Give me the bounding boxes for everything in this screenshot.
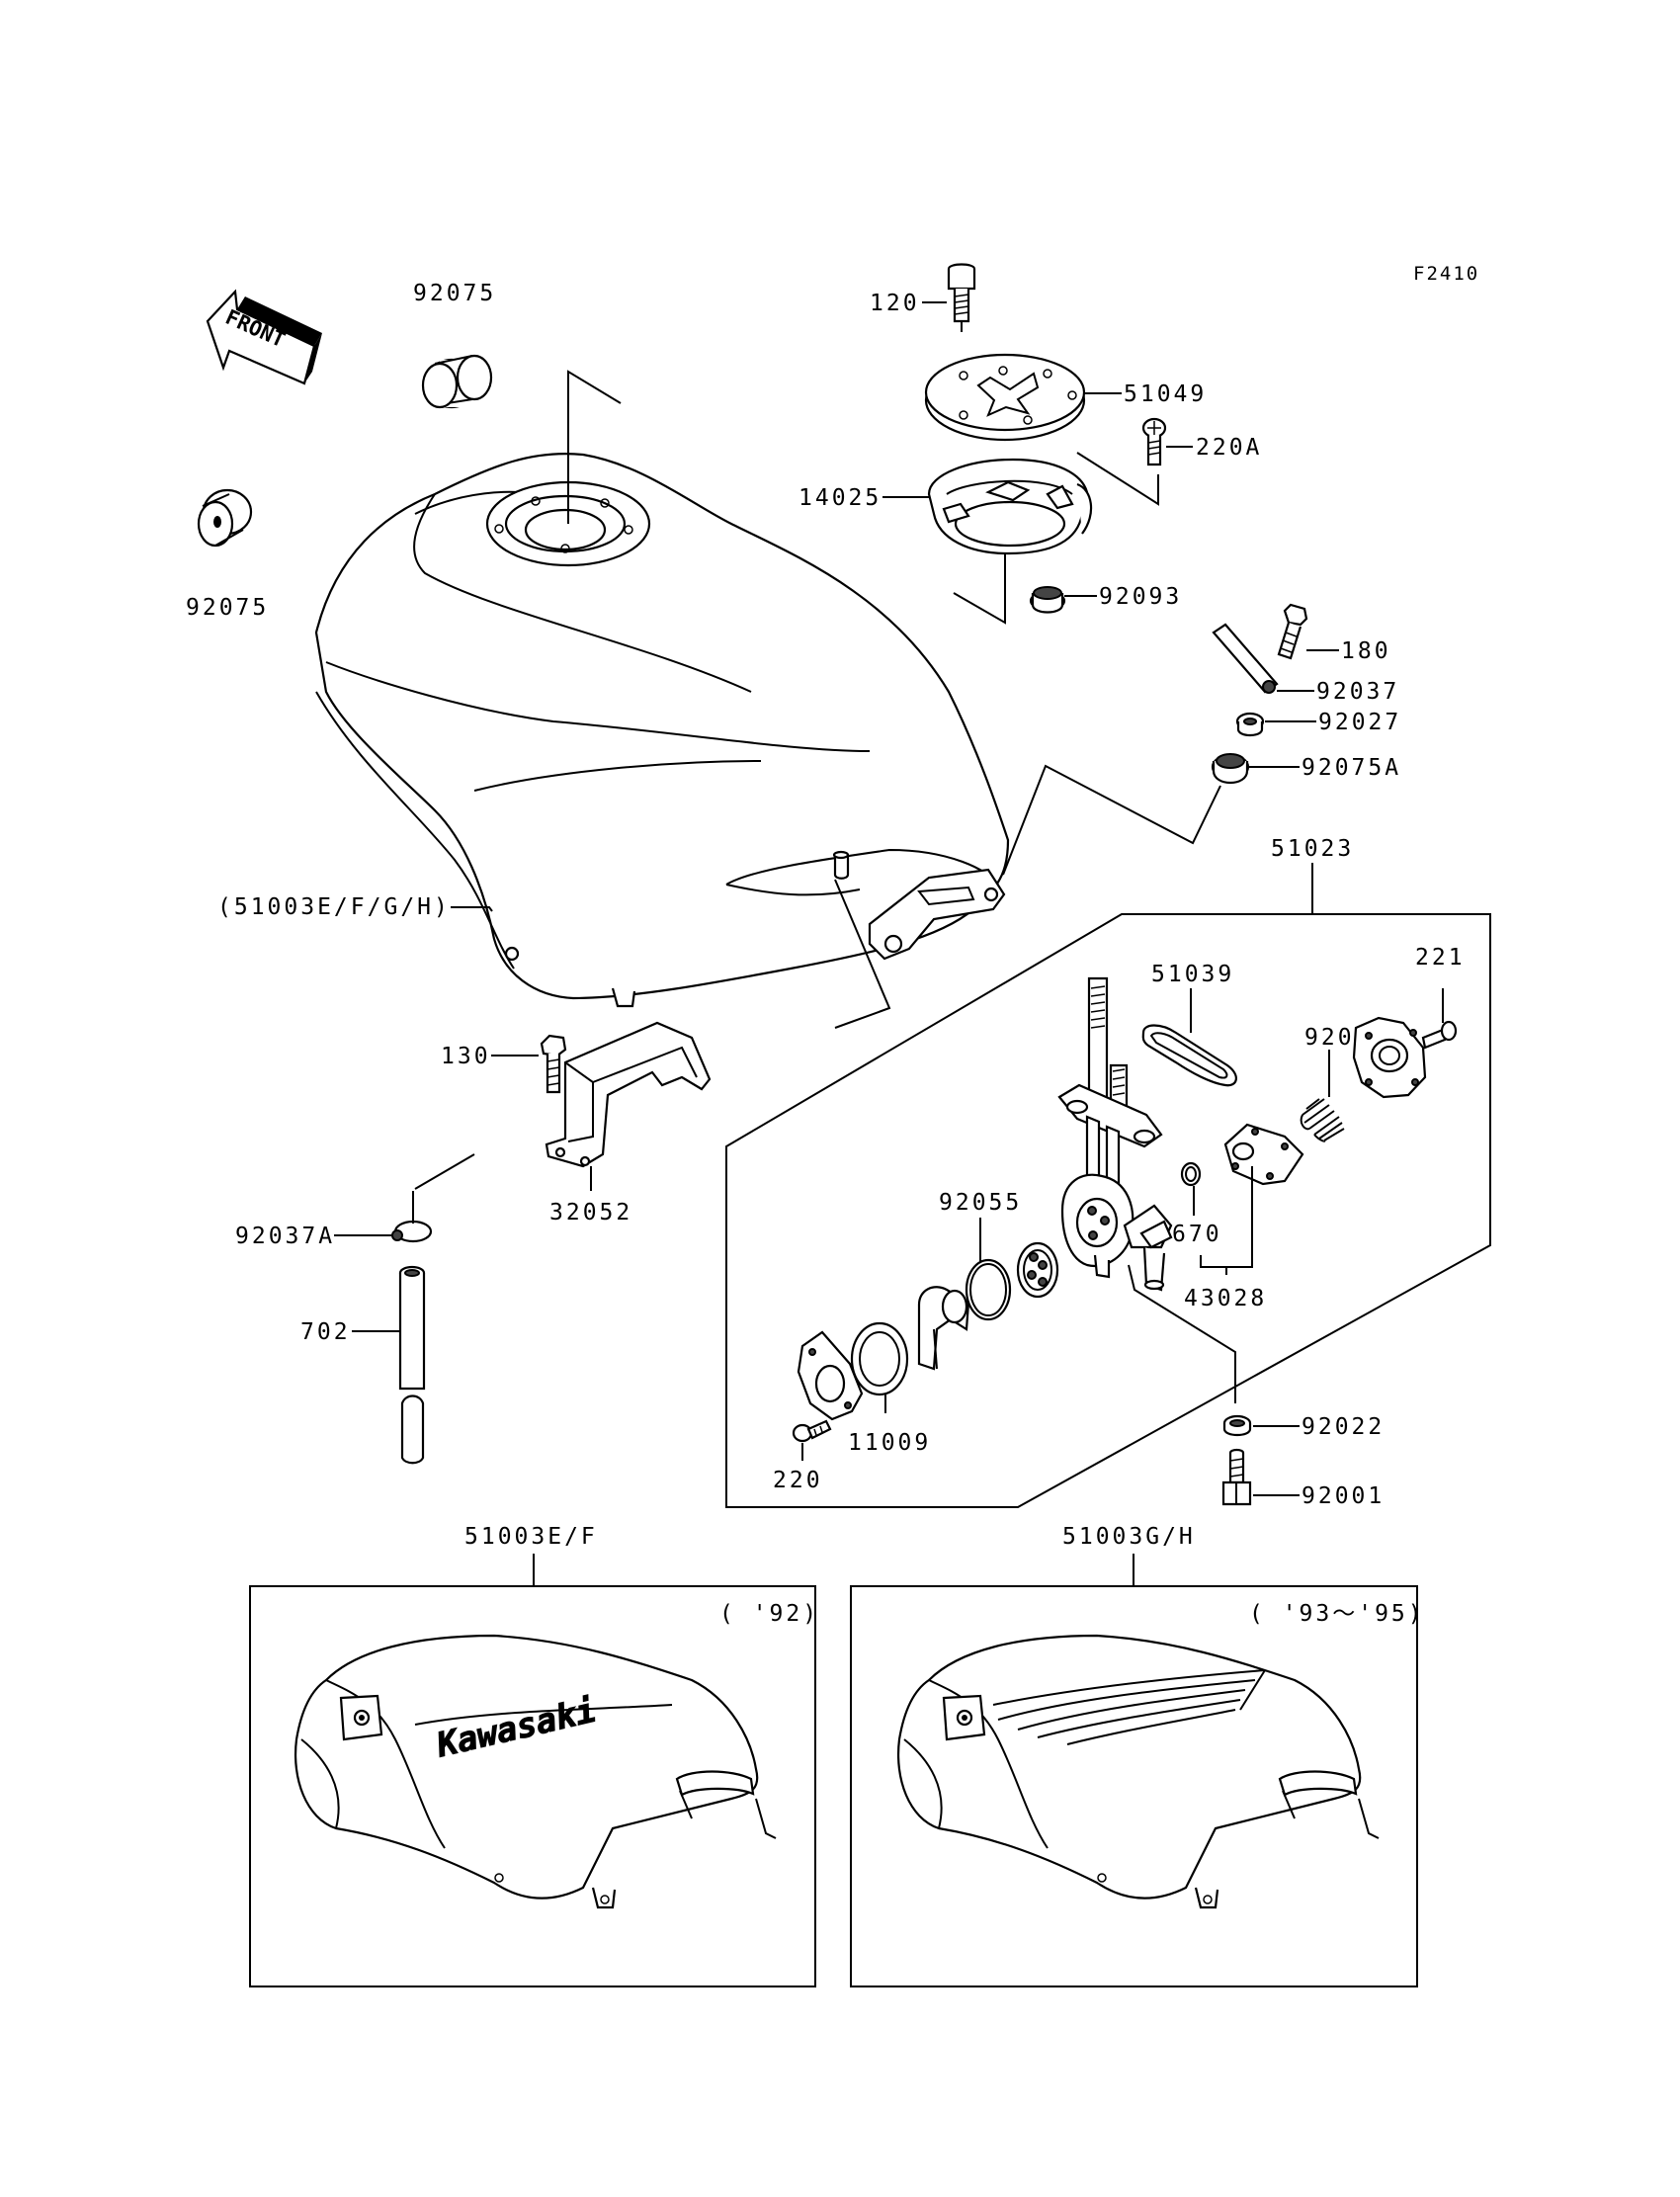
part-92037A-clamp-icon bbox=[391, 1220, 433, 1243]
part-92027-collar-icon bbox=[1235, 712, 1265, 737]
label-51003EF: 51003E/F bbox=[464, 1524, 598, 1550]
part-petcock-lever-icon bbox=[917, 1286, 970, 1371]
part-92075-top-icon bbox=[421, 354, 493, 409]
part-strainer-icon bbox=[1016, 1241, 1059, 1299]
label-702: 702 bbox=[300, 1319, 351, 1345]
part-petcock-cover-icon bbox=[1352, 1016, 1427, 1099]
label-92075-left: 92075 bbox=[186, 595, 269, 621]
label-92037: 92037 bbox=[1316, 679, 1399, 705]
label-51003GH: 51003G/H bbox=[1062, 1524, 1196, 1550]
figure-code: F2410 bbox=[1413, 263, 1479, 285]
part-92081-spring-icon bbox=[1300, 1098, 1345, 1142]
part-92055-oring-icon bbox=[965, 1258, 1012, 1321]
label-14025: 14025 bbox=[798, 485, 882, 511]
label-43028: 43028 bbox=[1184, 1286, 1267, 1311]
front-arrow-icon: FRONT bbox=[206, 289, 322, 385]
part-11009-gasket-icon bbox=[850, 1321, 909, 1396]
label-180: 180 bbox=[1341, 638, 1391, 664]
label-32052: 32052 bbox=[549, 1200, 632, 1225]
part-120-bolt-icon bbox=[947, 263, 976, 332]
part-220A-screw-icon bbox=[1141, 417, 1167, 466]
label-92022: 92022 bbox=[1302, 1414, 1385, 1440]
part-92093-grommet-icon bbox=[1029, 586, 1066, 614]
part-92037-clip-icon bbox=[1212, 623, 1279, 694]
label-92075A: 92075A bbox=[1302, 755, 1401, 781]
label-92075-top: 92075 bbox=[413, 281, 496, 306]
part-702-hose-icon bbox=[398, 1265, 426, 1465]
variant-year-left: ( '92) bbox=[719, 1601, 819, 1627]
part-51049-cap-icon bbox=[924, 353, 1086, 442]
part-92001-bolt-icon bbox=[1221, 1448, 1252, 1506]
label-51023: 51023 bbox=[1271, 836, 1354, 862]
fuel-tank-variant-ef-icon: Kawasaki bbox=[294, 1634, 777, 1909]
label-92037A: 92037A bbox=[235, 1224, 335, 1249]
label-92027: 92027 bbox=[1318, 710, 1401, 735]
part-51039-gasket-icon bbox=[1141, 1024, 1237, 1087]
part-92022-washer-icon bbox=[1222, 1414, 1252, 1437]
fuel-tank-main-icon bbox=[314, 452, 1010, 1008]
label-51003-main: (51003E/F/G/H) bbox=[217, 894, 451, 920]
kit-51023-outline bbox=[725, 913, 1491, 1508]
label-51039: 51039 bbox=[1151, 962, 1234, 987]
part-92075-left-icon bbox=[197, 488, 253, 548]
part-220-screw-icon bbox=[792, 1419, 832, 1443]
part-130-bolt-icon bbox=[540, 1034, 567, 1094]
part-fuel-petcock-icon bbox=[1057, 976, 1173, 1292]
label-670: 670 bbox=[1172, 1222, 1222, 1247]
label-92001: 92001 bbox=[1302, 1483, 1385, 1509]
part-180-bolt-icon bbox=[1277, 603, 1308, 660]
label-92093: 92093 bbox=[1099, 584, 1182, 610]
part-14025-base-icon bbox=[927, 458, 1093, 555]
part-32052-bracket-icon bbox=[545, 1021, 712, 1168]
part-221-screw-icon bbox=[1421, 1020, 1458, 1050]
variant-box-51003EF bbox=[249, 1585, 816, 1987]
label-11009: 11009 bbox=[848, 1430, 931, 1456]
part-670-oring-icon bbox=[1180, 1161, 1202, 1187]
label-221: 221 bbox=[1415, 945, 1466, 971]
label-130: 130 bbox=[441, 1044, 491, 1069]
fuel-tank-variant-gh-icon bbox=[897, 1634, 1380, 1909]
part-92075A-grommet-icon bbox=[1211, 753, 1250, 784]
label-92055: 92055 bbox=[939, 1190, 1022, 1216]
label-220A: 220A bbox=[1196, 435, 1262, 461]
label-51049: 51049 bbox=[1124, 381, 1207, 407]
label-220: 220 bbox=[773, 1468, 823, 1493]
part-petcock-mount-plate-icon bbox=[797, 1330, 864, 1421]
part-43028-diaphragm-icon bbox=[1223, 1123, 1304, 1186]
variant-year-right: ( '93～'95) bbox=[1249, 1601, 1425, 1627]
variant-box-51003GH bbox=[850, 1585, 1418, 1987]
label-120: 120 bbox=[870, 291, 920, 316]
